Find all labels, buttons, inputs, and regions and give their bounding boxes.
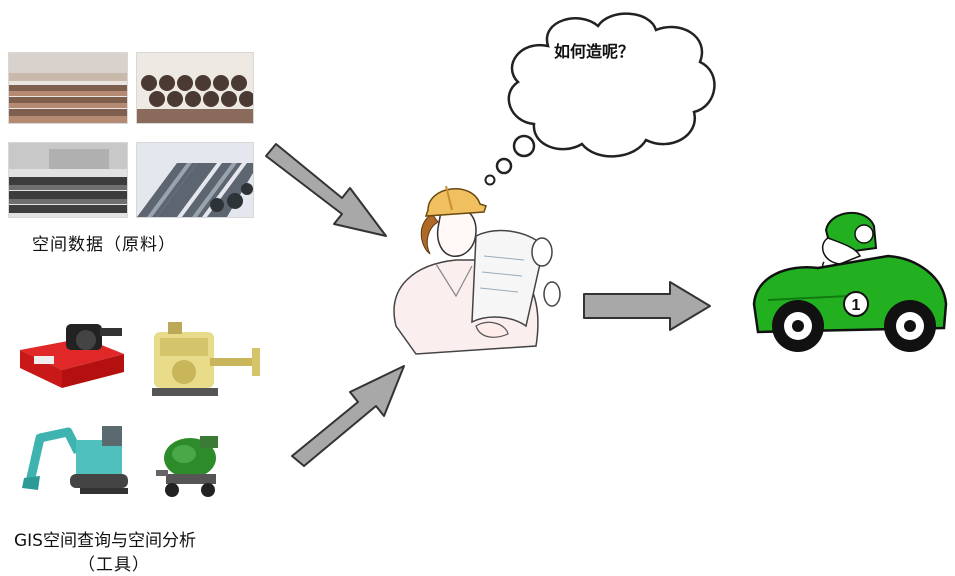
raw-materials-label: 空间数据（原料） (32, 235, 176, 255)
tools-label-line1: GIS空间查询与空间分析 (14, 531, 196, 551)
mixer-machine-icon (150, 430, 226, 500)
thought-text: 如何造呢？ (554, 42, 635, 61)
engineer-illustration (393, 185, 561, 355)
car-number: 1 (852, 297, 861, 314)
pipes-photo-3 (8, 142, 128, 218)
pipes-photo-4 (136, 142, 254, 218)
excavator-icon (18, 418, 134, 498)
cutting-machine-icon (14, 318, 134, 390)
tools-label-line2: （工具） (78, 555, 150, 575)
arrow-from-tools (291, 365, 405, 467)
thought-cloud (484, 12, 716, 186)
engine-machine-icon (148, 318, 270, 402)
pipes-photo-2 (136, 52, 254, 124)
pipes-photo-1 (8, 52, 128, 124)
race-car-illustration: 1 (752, 211, 948, 352)
arrow-to-car (583, 281, 711, 331)
arrow-from-materials (265, 143, 387, 237)
